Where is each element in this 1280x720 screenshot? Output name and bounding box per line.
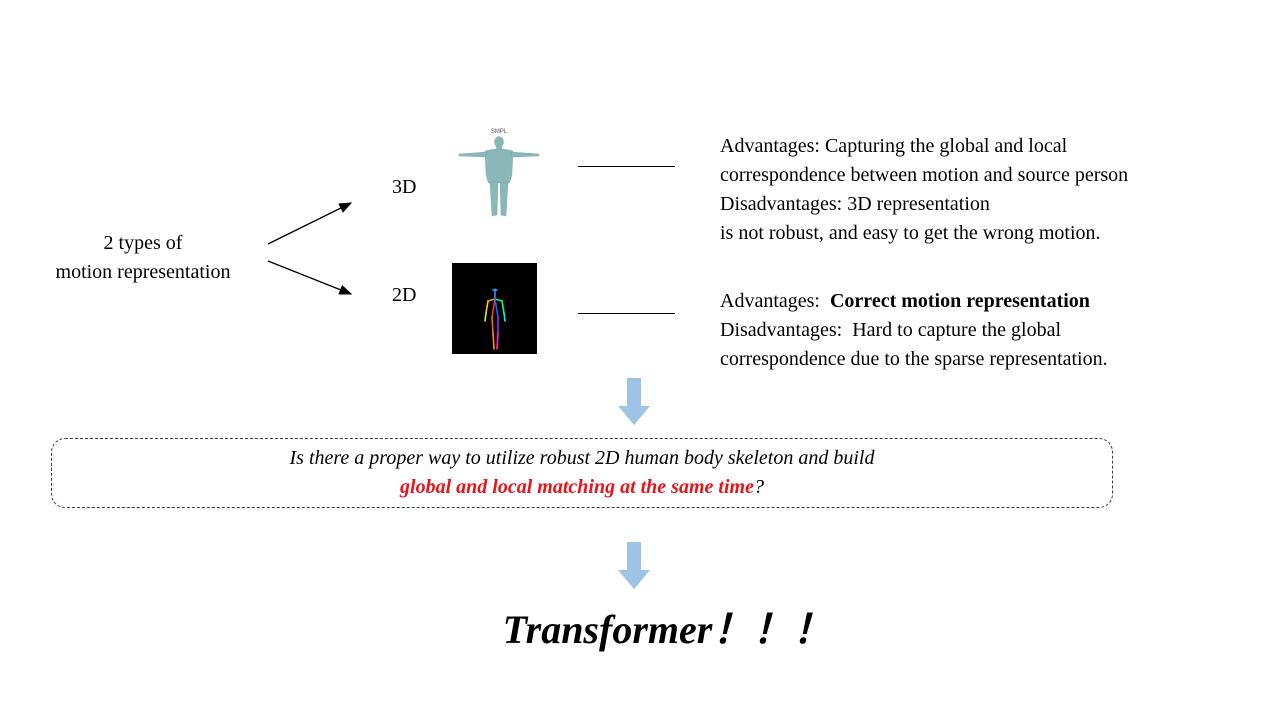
advantages-3d: Advantages: Capturing the global and loc… xyxy=(720,132,1128,248)
advantages-2d-line3: correspondence due to the sparse represe… xyxy=(720,348,1108,370)
question-suffix: ? xyxy=(753,476,764,498)
question-line2: global and local matching at the same ti… xyxy=(52,473,1112,502)
label-2d: 2D xyxy=(392,284,417,306)
advantages-3d-line1: Advantages: Capturing the global and loc… xyxy=(720,135,1068,157)
advantages-3d-line3: Disadvantages: 3D representation xyxy=(720,193,990,215)
branch-arrows xyxy=(267,202,353,295)
advantages-2d-bold: Correct motion representation xyxy=(829,290,1090,312)
advantages-2d: Advantages: Correct motion representatio… xyxy=(720,287,1108,374)
motion-types-line2: motion representation xyxy=(55,261,231,283)
down-arrow-icon xyxy=(618,378,650,425)
label-3d: 3D xyxy=(392,176,417,198)
smpl-caption: SMPL xyxy=(491,129,508,135)
question-highlight: global and local matching at the same ti… xyxy=(400,476,754,498)
conclusion-title: Transformer！！！ xyxy=(502,607,833,652)
connector-line-3d xyxy=(578,166,675,167)
advantages-3d-line2: correspondence between motion and source… xyxy=(720,164,1129,186)
connector-line-2d xyxy=(578,313,675,314)
advantages-2d-prefix: Advantages: xyxy=(720,290,830,312)
advantages-2d-line1: Advantages: Correct motion representatio… xyxy=(720,287,1108,316)
down-arrow-icon xyxy=(618,542,650,589)
arrow-up-right-icon xyxy=(267,202,353,245)
question-line1: Is there a proper way to utilize robust … xyxy=(289,447,875,469)
skeleton-image xyxy=(452,263,537,354)
question-box: Is there a proper way to utilize robust … xyxy=(51,438,1113,508)
advantages-3d-line4: is not robust, and easy to get the wrong… xyxy=(720,222,1101,244)
arrow-down-right-icon xyxy=(267,260,353,295)
motion-types-label: 2 types of motion representation xyxy=(30,229,256,287)
smpl-body-figure: SMPL xyxy=(458,129,540,217)
skeleton-figure xyxy=(484,288,506,350)
motion-types-line1: 2 types of xyxy=(103,232,183,254)
advantages-2d-line2: Disadvantages: Hard to capture the globa… xyxy=(720,319,1061,341)
